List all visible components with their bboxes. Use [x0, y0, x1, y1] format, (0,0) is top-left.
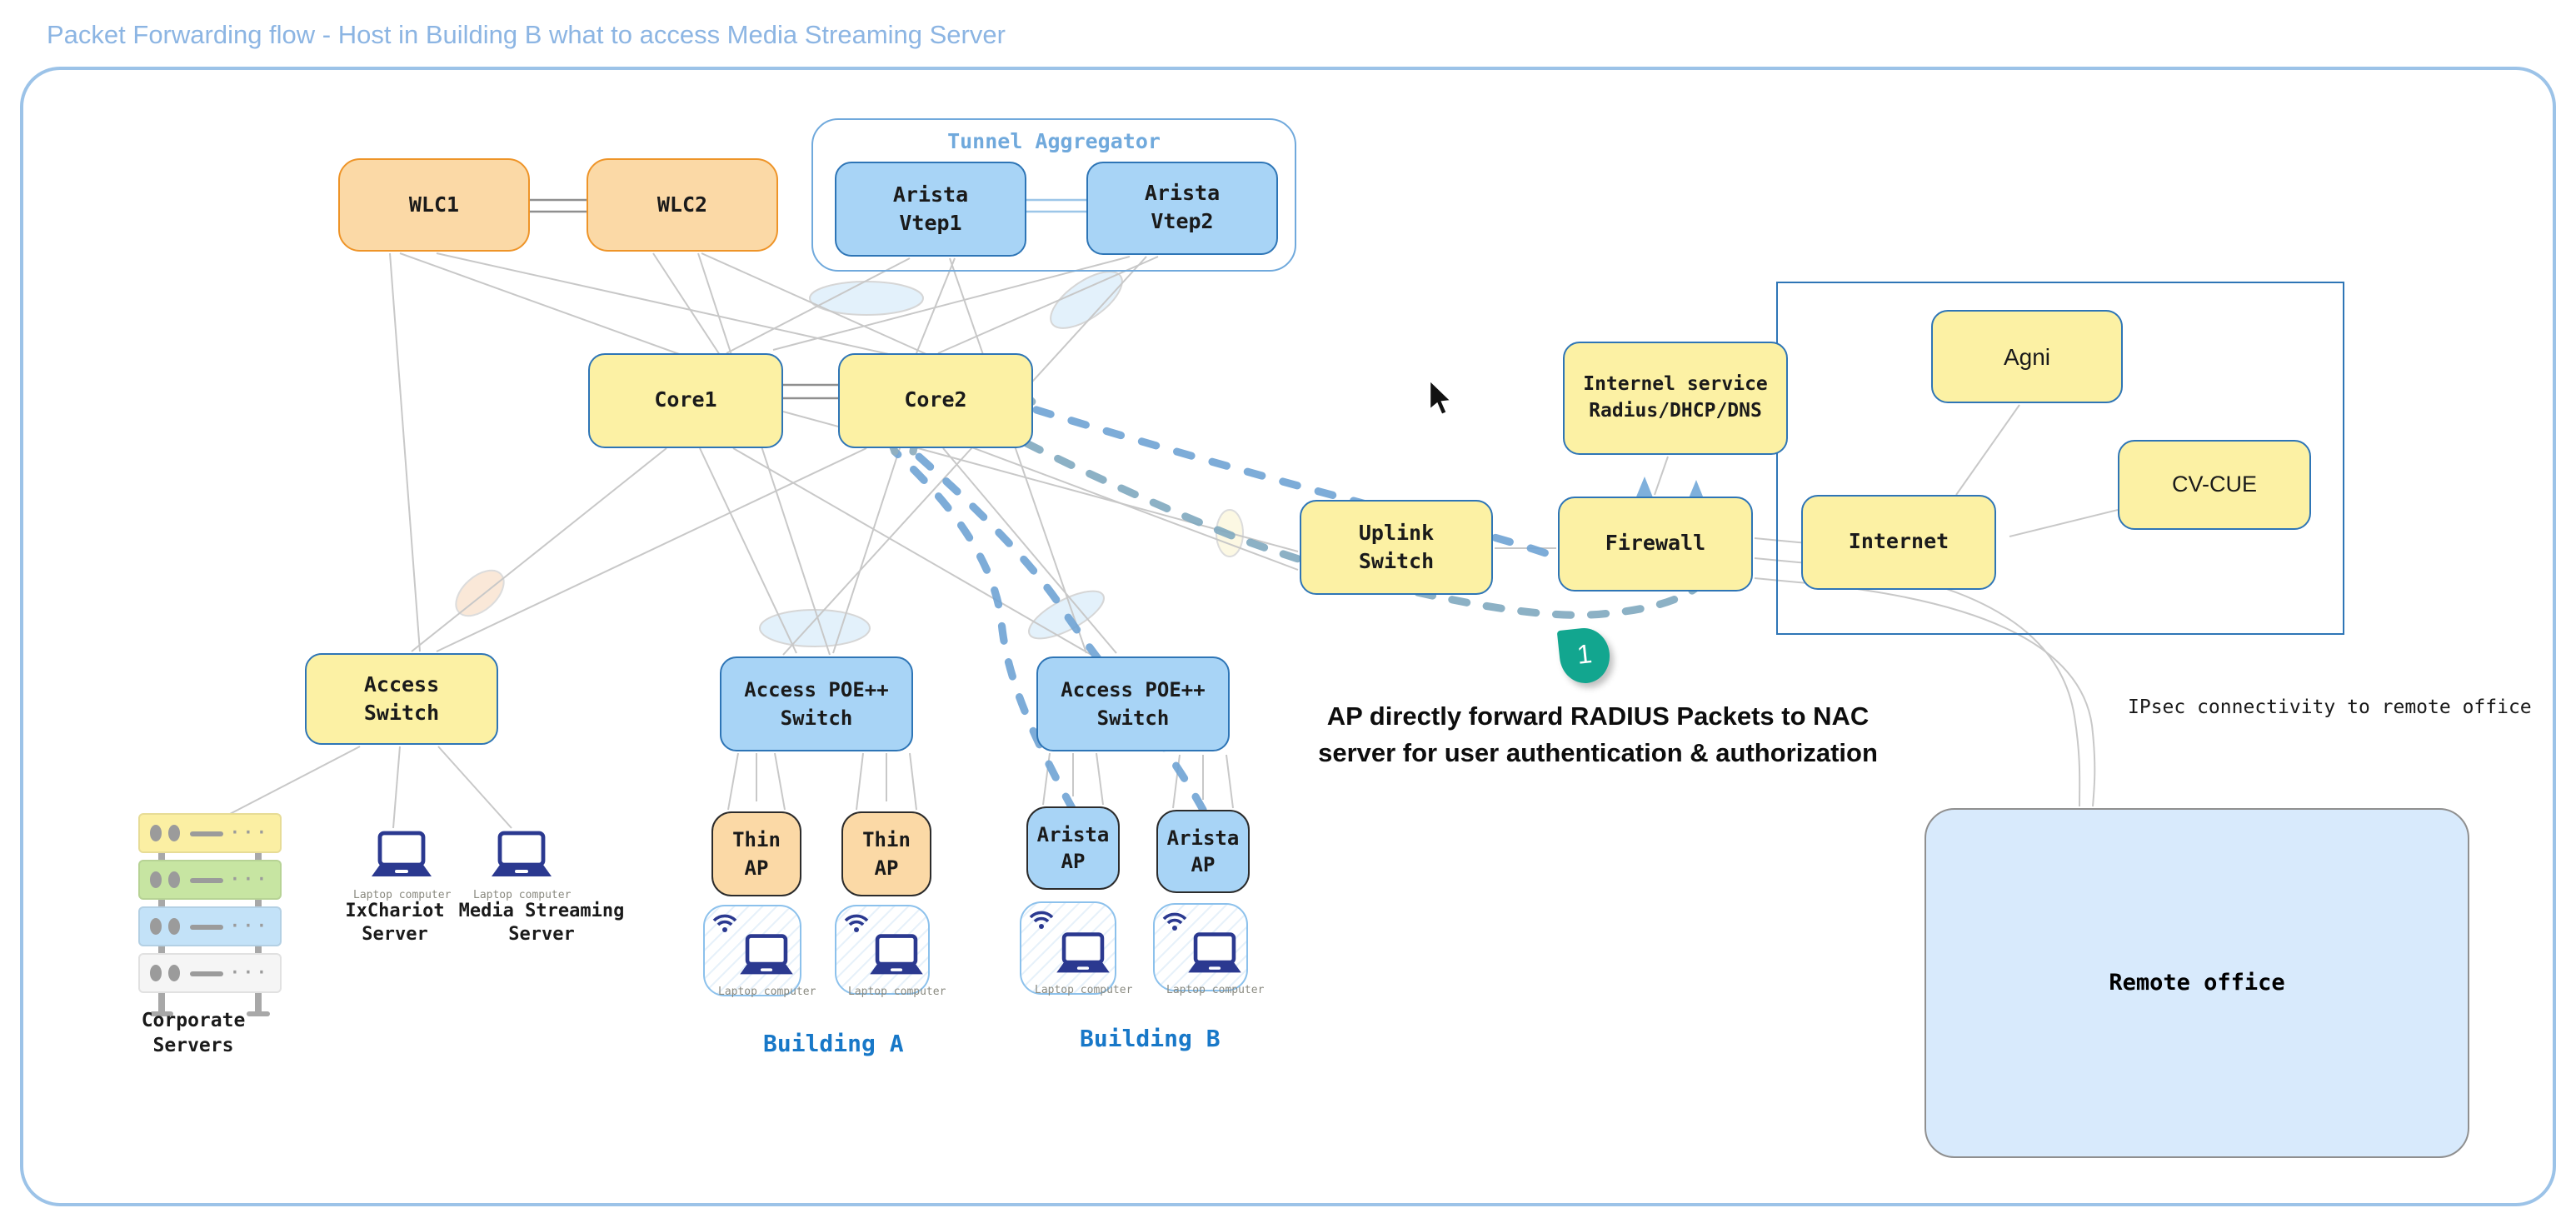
node-remote-office[interactable]: Remote office — [1925, 808, 2469, 1158]
wireless-client-b2[interactable]: Laptop computer — [1153, 903, 1264, 996]
tunnel-aggregator-group[interactable]: Tunnel Aggregator — [811, 118, 1296, 272]
node-firewall[interactable]: Firewall — [1558, 497, 1753, 592]
node-uplink-switch[interactable]: Uplink Switch — [1300, 500, 1493, 595]
server-rack-icon: ··· ··· ··· ··· — [138, 813, 282, 1016]
wireless-client-b1[interactable]: Laptop computer — [1020, 901, 1132, 996]
corporate-servers-label: Corporate Servers — [141, 1008, 246, 1056]
node-core2[interactable]: Core2 — [838, 353, 1033, 448]
wireless-client-a2[interactable]: Laptop computer — [835, 905, 946, 998]
ixchariot-server-label: IxChariot Server — [345, 900, 445, 946]
node-access-poe-switch-b[interactable]: Access POE++ Switch — [1036, 656, 1230, 751]
page-title: Packet Forwarding flow - Host in Buildin… — [47, 22, 1006, 50]
node-arista-vtep2[interactable]: Arista Vtep2 — [1086, 162, 1278, 255]
node-internet[interactable]: Internet — [1801, 495, 1996, 590]
diagram-frame — [20, 67, 2556, 1206]
building-b-label: Building B — [1080, 1026, 1221, 1053]
tunnel-aggregator-label: Tunnel Aggregator — [947, 128, 1161, 153]
node-thin-ap-1[interactable]: Thin AP — [711, 811, 801, 896]
node-access-switch[interactable]: Access Switch — [305, 653, 498, 745]
node-wlc1[interactable]: WLC1 — [338, 158, 530, 252]
node-cv-cue[interactable]: CV-CUE — [2118, 440, 2311, 530]
flow-annotation: AP directly forward RADIUS Packets to NA… — [1318, 703, 1878, 769]
ipsec-label: IPsec connectivity to remote office — [2128, 695, 2532, 718]
laptop-icon — [1056, 932, 1111, 973]
wifi-icon — [1029, 911, 1054, 929]
laptop-icon — [740, 934, 794, 975]
node-core1[interactable]: Core1 — [588, 353, 783, 448]
wifi-icon — [1162, 912, 1187, 931]
media-streaming-server-label: Media Streaming Server — [458, 900, 625, 946]
node-wlc2[interactable]: WLC2 — [587, 158, 778, 252]
laptop-icon — [372, 831, 432, 876]
laptop-icon — [492, 831, 552, 876]
cloud-services-group[interactable] — [1776, 282, 2344, 635]
ixchariot-laptop: Laptop computer — [353, 830, 451, 901]
building-a-label: Building A — [763, 1031, 904, 1058]
node-arista-ap-2[interactable]: Arista AP — [1156, 810, 1250, 893]
node-thin-ap-2[interactable]: Thin AP — [841, 811, 931, 896]
node-arista-ap-1[interactable]: Arista AP — [1026, 806, 1120, 890]
media-laptop: Laptop computer — [473, 830, 571, 901]
wifi-icon — [844, 914, 869, 932]
node-radius-server[interactable]: Internel service Radius/DHCP/DNS — [1563, 342, 1788, 455]
node-access-poe-switch-a[interactable]: Access POE++ Switch — [720, 656, 913, 751]
laptop-icon — [870, 934, 924, 975]
node-agni[interactable]: Agni — [1931, 310, 2123, 403]
wireless-client-a1[interactable]: Laptop computer — [703, 905, 816, 998]
laptop-icon — [1188, 932, 1242, 973]
wifi-icon — [712, 914, 737, 932]
node-arista-vtep1[interactable]: Arista Vtep1 — [835, 162, 1026, 257]
